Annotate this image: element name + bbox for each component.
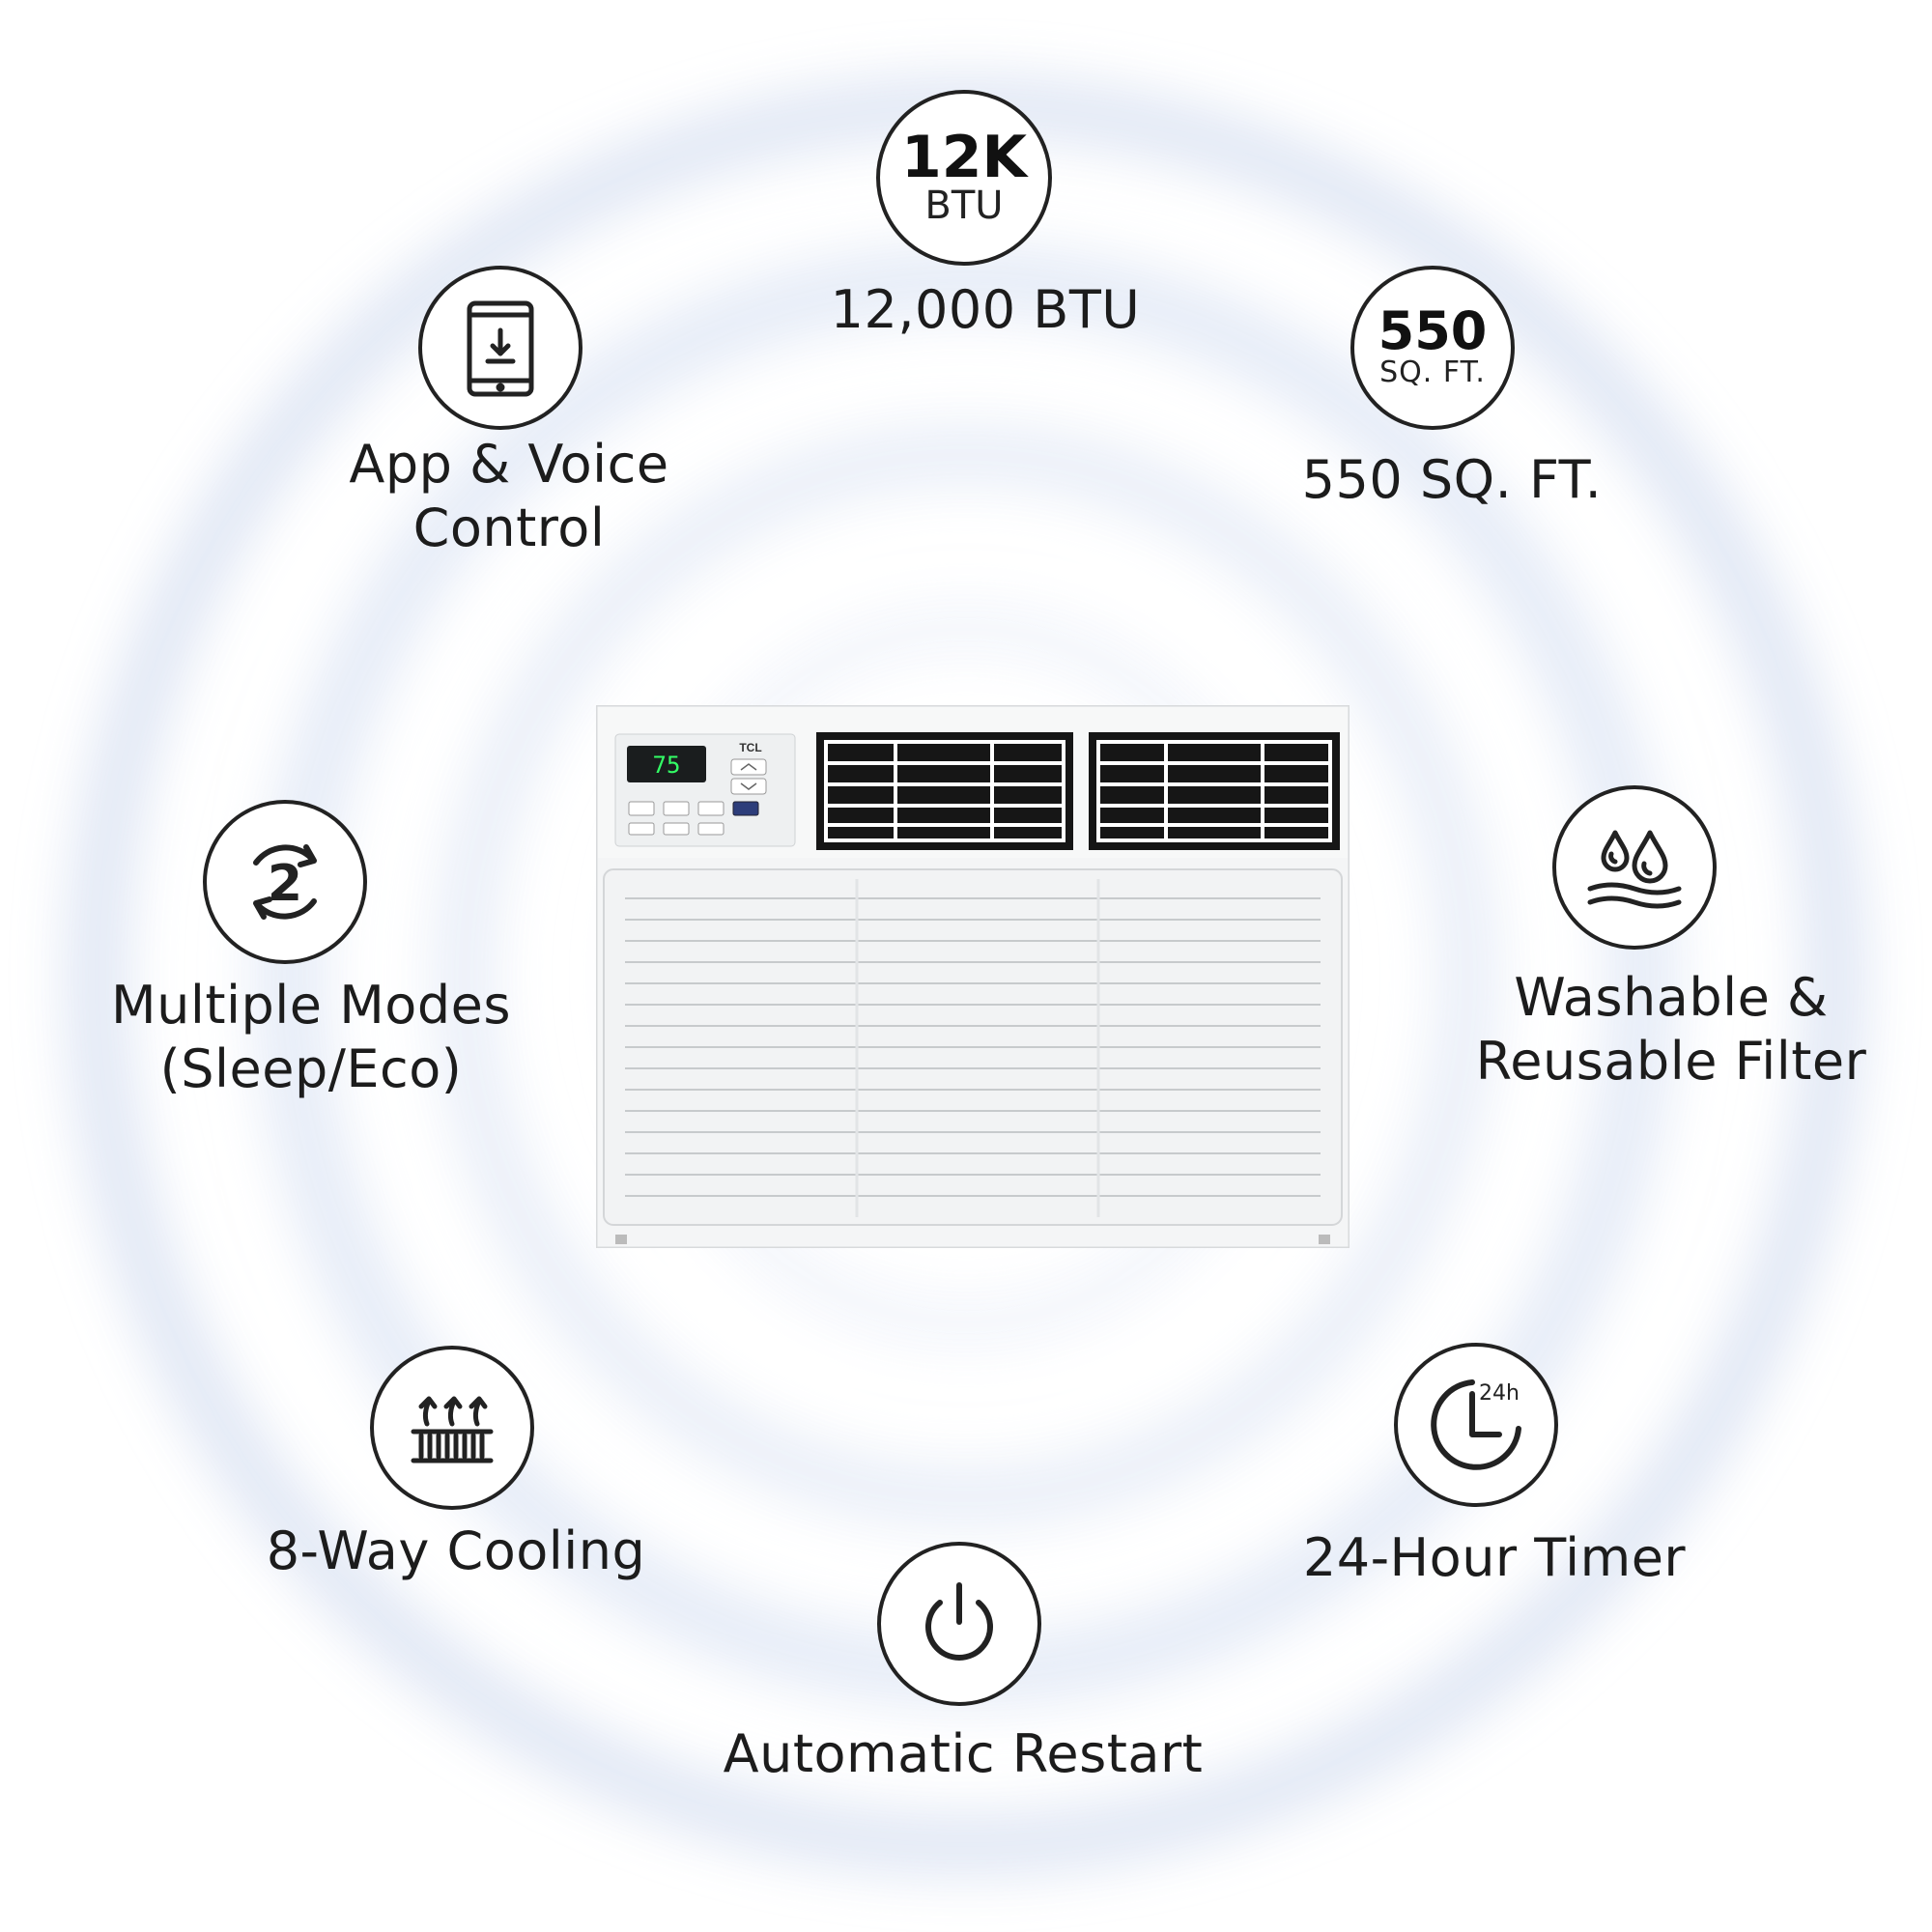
area-badge-unit: SQ. FT. <box>1379 355 1486 389</box>
power-icon <box>877 1542 1041 1706</box>
app-voice-line2: Control <box>412 497 606 558</box>
brand-logo: TCL <box>739 741 761 754</box>
btu-badge-unit: BTU <box>924 184 1004 228</box>
timer-badge-text: 24h <box>1479 1381 1520 1406</box>
lcd-display <box>627 746 706 782</box>
water-drops-icon <box>1552 785 1717 950</box>
restart-label: Automatic Restart <box>723 1723 1204 1784</box>
btu-badge-icon: 12K BTU <box>876 90 1052 266</box>
clock-24h-icon: 24h <box>1394 1343 1558 1507</box>
cycle-two-icon: 2 <box>203 800 367 964</box>
filter-line2: Reusable Filter <box>1475 1031 1867 1092</box>
btu-label: 12,000 BTU <box>830 279 1141 340</box>
modes-line2: (Sleep/Eco) <box>159 1038 463 1099</box>
modes-line1: Multiple Modes <box>111 975 511 1036</box>
airflow-arrows-icon <box>370 1346 534 1510</box>
area-label: 550 SQ. FT. <box>1301 449 1603 510</box>
area-badge-icon: 550 SQ. FT. <box>1350 266 1515 430</box>
app-voice-label: App & Voice Control <box>349 433 668 560</box>
modes-label: Multiple Modes (Sleep/Eco) <box>111 974 511 1101</box>
filter-label: Washable & Reusable Filter <box>1476 966 1867 1094</box>
filter-line1: Washable & <box>1514 967 1829 1028</box>
air-conditioner-image: 75 TCL <box>596 705 1350 1248</box>
lcd-temp: 75 <box>653 752 681 779</box>
smartphone-download-icon <box>418 266 582 430</box>
area-badge-value: 550 <box>1378 300 1488 361</box>
modes-badge-value: 2 <box>268 855 302 913</box>
cooling-label: 8-Way Cooling <box>266 1520 646 1581</box>
app-voice-line1: App & Voice <box>349 434 669 495</box>
btu-badge-value: 12K <box>901 124 1027 191</box>
timer-label: 24-Hour Timer <box>1302 1527 1687 1588</box>
